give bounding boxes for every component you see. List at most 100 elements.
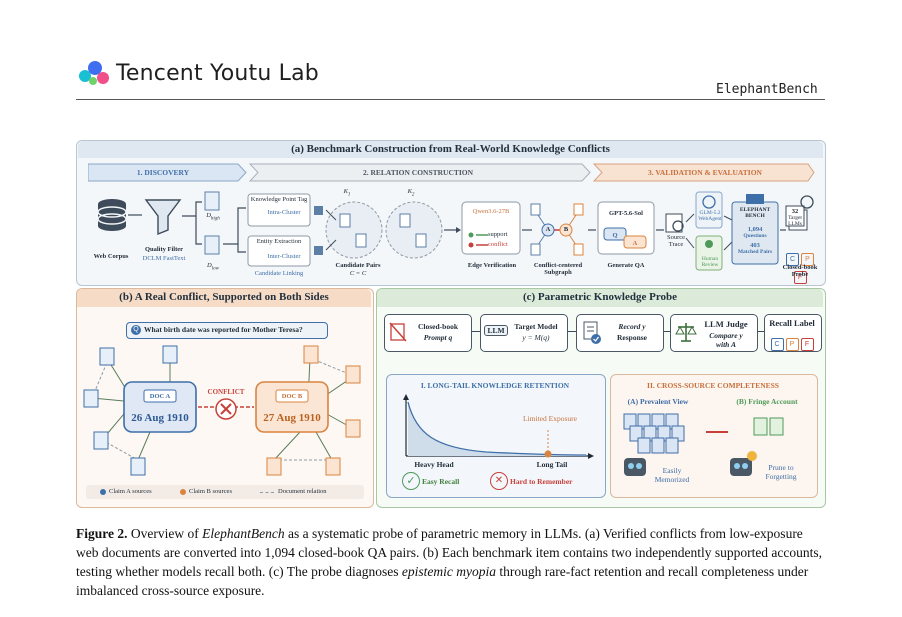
gpt-label: GPT-5.6-Sol: [609, 210, 643, 217]
caption-text-1: Overview of: [127, 526, 203, 541]
funnel-icon: [144, 199, 182, 236]
web-corpus-label: Web Corpus: [93, 253, 129, 260]
record-label: Record y: [618, 322, 646, 331]
pipeline-diagram: [97, 191, 814, 271]
elephant-bench-label: ELEPHANT BENCH: [739, 207, 771, 220]
prune-label: Prune to Forgetting: [765, 463, 797, 481]
subgraph-icon: [530, 203, 584, 256]
youtu-logo: [77, 58, 111, 88]
cross-source-docs: [623, 413, 784, 476]
doc-a-label: DOC A: [149, 393, 171, 400]
entity-label: Entity Extraction: [256, 238, 302, 245]
arrow-2: [568, 331, 576, 332]
legend-dot-b: [180, 489, 186, 495]
cross-source-title: II. CROSS-SOURCE COMPLETENESS: [647, 381, 779, 390]
long-tail-title: I. LONG-TAIL KNOWLEDGE RETENTION: [420, 381, 570, 390]
check-icon: ✓: [402, 472, 420, 490]
cross-icon: ✕: [490, 472, 508, 490]
legend-dot-a: [100, 489, 106, 495]
qwen-label: Qwen3.6-27B: [472, 208, 510, 215]
prevalent-label: (A) Prevalent View: [627, 397, 689, 406]
stage-validation: 3. VALIDATION & EVALUATION: [648, 168, 762, 177]
a-letter: A: [632, 240, 638, 247]
intra-cluster-label: Intra-Cluster: [267, 209, 301, 216]
support-label: support: [488, 231, 508, 238]
d-high-label: Dhigh: [206, 212, 220, 222]
node-b-label: B: [563, 226, 569, 233]
compare-label: Compare y: [709, 331, 743, 340]
with-a-label: with A: [716, 340, 736, 349]
panel-c-title-bar: [377, 289, 823, 307]
panel-b-title-bar: [77, 289, 371, 307]
matched-label: Matched Pairs: [737, 249, 773, 255]
recall-label-title: Recall Label: [769, 318, 815, 328]
kp-tag-label: Knowledge Point Tag: [250, 196, 308, 203]
generate-qa-label: Generate QA: [607, 262, 645, 269]
matched-count: 403: [750, 242, 760, 249]
target-model-label: Target Model: [514, 322, 558, 331]
human-review-label: Human Review: [701, 256, 719, 269]
recall-chip-p: P: [785, 338, 799, 351]
recall-chip-f: F: [800, 338, 814, 351]
prompt-label: Prompt q: [423, 333, 453, 342]
panel-b-title: (b) A Real Conflict, Supported on Both S…: [119, 291, 329, 303]
arrow-4: [758, 331, 764, 332]
caption-term: epistemic myopia: [401, 564, 497, 579]
caption-benchmark-name: ElephantBench: [202, 526, 285, 541]
subgraph-label: Conflict-centered Subgraph: [533, 262, 583, 277]
llm-badge: LLM: [484, 325, 508, 336]
conflict-label: conflict: [488, 241, 508, 248]
chip-p: P: [801, 253, 814, 266]
lab-name: Tencent Youtu Lab: [116, 61, 319, 86]
quality-filter-label: Quality Filter: [144, 246, 184, 253]
closed-book-label: Closed-book: [417, 322, 458, 331]
target-llms-label: Target LLMs: [788, 215, 802, 228]
stage-arrows: [88, 163, 815, 182]
node-a-label: A: [545, 226, 551, 233]
conflict-graph: [83, 345, 361, 476]
judge-box: [670, 314, 758, 352]
scale-icon: [675, 323, 697, 342]
candidate-linking-label: Candidate Linking: [254, 270, 304, 277]
heavy-head-label: Heavy Head: [414, 460, 454, 469]
arrow-1: [472, 331, 480, 332]
recall-chip-c: C: [770, 338, 784, 351]
k1-label: K1: [343, 188, 351, 198]
q-letter: Q: [612, 232, 618, 239]
running-title: ElephantBench: [716, 82, 818, 97]
d-low-label: Dlow: [207, 262, 219, 272]
legend-dash: [260, 492, 274, 493]
target-llms-count: 32: [791, 208, 799, 215]
questions-count: 1,094: [747, 226, 763, 233]
candidate-formula: C = C: [349, 270, 367, 277]
panel-c-title: (c) Parametric Knowledge Probe: [522, 291, 678, 303]
chip-f: F: [793, 271, 807, 284]
caption-label: Figure 2.: [76, 526, 128, 541]
legend-box: [86, 485, 364, 499]
fringe-label: (B) Fringe Account: [736, 397, 798, 406]
source-trace-label: Source Trace: [666, 234, 686, 249]
dclm-label: DCLM FastText: [142, 255, 186, 262]
response-label: Response: [616, 333, 647, 342]
recall-label-box: [764, 314, 822, 352]
candidate-pairs-label: Candidate Pairs: [335, 262, 381, 269]
date-b: 27 Aug 1910: [263, 412, 321, 424]
question-text: What birth date was reported for Mother …: [144, 325, 303, 334]
llm-judge-label: LLM Judge: [704, 319, 748, 329]
long-tail-curve: [403, 394, 594, 459]
easy-recall-label: Easy Recall: [422, 477, 460, 486]
easily-memorized-label: Easily Memorized: [654, 466, 690, 484]
question-bubble: [126, 322, 328, 339]
hard-remember-label: Hard to Remember: [510, 477, 573, 486]
figure-caption: Figure 2. Overview of ElephantBench as a…: [76, 524, 826, 600]
panel-a-title-bar: [78, 141, 823, 158]
date-a: 26 Aug 1910: [131, 412, 189, 424]
no-book-icon: [389, 322, 407, 342]
doc-b-label: DOC B: [281, 393, 303, 400]
stage-discovery: 1. DISCOVERY: [136, 168, 190, 177]
stage-relation: 2. RELATION CONSTRUCTION: [362, 168, 474, 177]
caption-text-2: as a systematic probe of parametric memo…: [76, 526, 823, 579]
long-tail-label: Long Tail: [536, 460, 568, 469]
